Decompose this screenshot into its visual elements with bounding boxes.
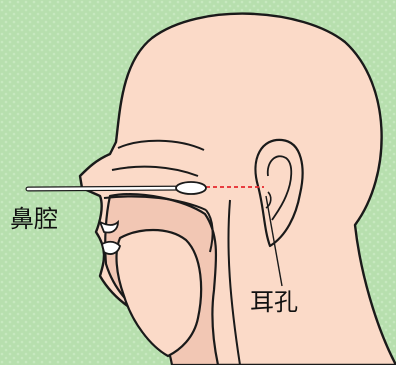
nasal-cavity-label: 鼻腔 [10, 207, 58, 231]
ear-hole-label: 耳孔 [250, 290, 298, 314]
swab-stick-fill [28, 188, 196, 189]
swab-cotton-tip [176, 182, 206, 194]
lower-teeth [102, 242, 120, 254]
